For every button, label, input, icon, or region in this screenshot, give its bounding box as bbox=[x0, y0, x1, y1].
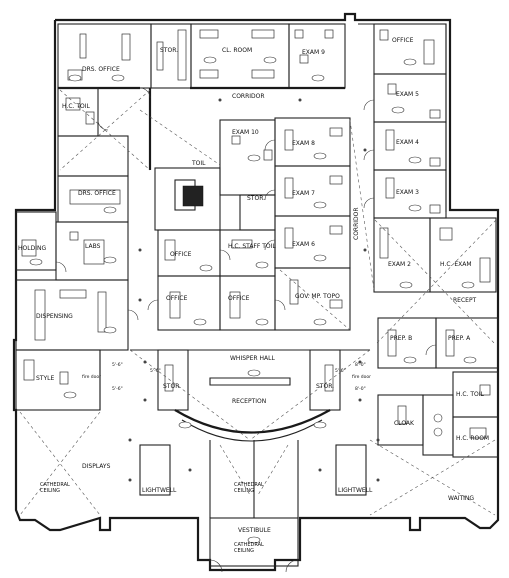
room-label-exam-6: EXAM 6 bbox=[292, 241, 315, 248]
dim-label-2: 5'-6" bbox=[112, 386, 123, 392]
room-label-hc-toil-right: H.C. TOIL bbox=[456, 391, 484, 398]
room-label-vestibule: VESTIBULE bbox=[238, 527, 271, 534]
room-label-hc-staff-toil: H.C. STAFF TOIL bbox=[228, 243, 276, 250]
dim-label-1: 5'-6" bbox=[112, 362, 123, 368]
room-label-holding: HOLDING bbox=[18, 245, 46, 252]
room-label-stor-top: STOR. bbox=[160, 47, 178, 54]
room-label-cl-room: CL. ROOM bbox=[222, 47, 252, 54]
room-label-office-mid-2: OFFICE bbox=[166, 295, 188, 302]
room-label-exam-9: EXAM 9 bbox=[302, 49, 325, 56]
room-label-drs-office-left: DRS. OFFICE bbox=[78, 190, 116, 197]
room-label-toil-mid: TOIL bbox=[191, 160, 206, 167]
room-label-displays: DISPLAYS bbox=[82, 463, 111, 470]
room-label-prep-right: PREP. A bbox=[448, 335, 471, 342]
label-line: CATHEDRAL bbox=[40, 482, 70, 488]
fire-door-label-left: fire door bbox=[82, 374, 101, 380]
central-rooms bbox=[154, 119, 276, 331]
left-rooms bbox=[15, 87, 129, 411]
room-label-lightwell-right: LIGHTWELL bbox=[338, 487, 373, 494]
ceiling-fixtures bbox=[29, 56, 477, 544]
room-label-drs-office-top: DRS. OFFICE bbox=[82, 66, 120, 73]
room-label-office-top-right: OFFICE bbox=[392, 37, 414, 44]
fire-door-label-right: fire door bbox=[352, 374, 371, 380]
room-label-waiting: WAITING bbox=[448, 495, 474, 502]
dim-label-5: 5'-6" bbox=[150, 368, 161, 374]
room-label-whisper-hall: WHISPER HALL bbox=[230, 355, 275, 362]
room-label-exam-8: EXAM 8 bbox=[292, 140, 315, 147]
label-line: CATHEDRAL bbox=[234, 482, 264, 488]
right-lower-rooms bbox=[377, 317, 499, 458]
room-label-stor-right: STOR. bbox=[316, 383, 334, 390]
room-label-gov-mp-topo: GOV. MP. TOPO bbox=[295, 293, 340, 300]
exam-rooms bbox=[274, 73, 497, 331]
room-labels: DRS. OFFICE STOR. CL. ROOM EXAM 9 OFFICE… bbox=[18, 37, 489, 534]
room-label-dispensing: DISPENSING bbox=[36, 313, 73, 320]
room-label-exam-10: EXAM 10 bbox=[232, 129, 259, 136]
room-label-stor-mid: STOR. bbox=[247, 195, 265, 202]
lower-hall bbox=[139, 440, 367, 567]
dim-label-3: 8'-0" bbox=[355, 362, 366, 368]
label-line: CEILING bbox=[40, 488, 60, 494]
room-label-exam-5: EXAM 5 bbox=[396, 91, 419, 98]
room-label-cloak: CLOAK bbox=[394, 420, 415, 427]
room-label-h-c-room: H.C. ROOM bbox=[456, 435, 489, 442]
room-label-corridor-top: CORRIDOR bbox=[232, 93, 265, 100]
room-label-office-mid-3: OFFICE bbox=[228, 295, 250, 302]
room-label-lightwell-left: LIGHTWELL bbox=[142, 487, 177, 494]
room-label-exam-3: EXAM 3 bbox=[396, 189, 419, 196]
room-label-reception: RECEPTION bbox=[232, 398, 266, 405]
room-label-hc-toil-left: H.C. TOIL bbox=[62, 103, 90, 110]
dim-label-4: 8'-0" bbox=[355, 386, 366, 392]
room-label-exam-2: EXAM 2 bbox=[388, 261, 411, 268]
room-label-recept: RECEPT bbox=[453, 297, 477, 304]
room-label-labs: LABS bbox=[85, 243, 101, 250]
room-label-style: STYLE bbox=[36, 375, 54, 382]
room-label-corridor-right: CORRIDOR bbox=[353, 207, 360, 240]
dot-fixtures bbox=[128, 98, 380, 482]
label-line: CEILING bbox=[234, 548, 254, 554]
dimension-labels: 5'-6" 5'-6" 8'-0" 8'-0" 5'-6" 5'-6" fire… bbox=[82, 362, 371, 392]
room-label-prep-left: PREP. B bbox=[390, 335, 412, 342]
room-label-hc-exam: H.C. EXAM bbox=[440, 261, 472, 268]
top-rooms bbox=[57, 23, 447, 170]
ceiling-lines bbox=[19, 89, 497, 516]
dim-label-6: 5'-6" bbox=[335, 368, 346, 374]
reception-area bbox=[130, 349, 370, 442]
room-label-exam-4: EXAM 4 bbox=[396, 139, 419, 146]
room-label-exam-7: EXAM 7 bbox=[292, 190, 315, 197]
label-line: CEILING bbox=[234, 488, 254, 494]
room-label-office-mid-1: OFFICE bbox=[170, 251, 192, 258]
label-line: CATHEDRAL bbox=[234, 542, 264, 548]
room-label-stor-left: STOR. bbox=[163, 383, 181, 390]
doors bbox=[55, 87, 437, 573]
